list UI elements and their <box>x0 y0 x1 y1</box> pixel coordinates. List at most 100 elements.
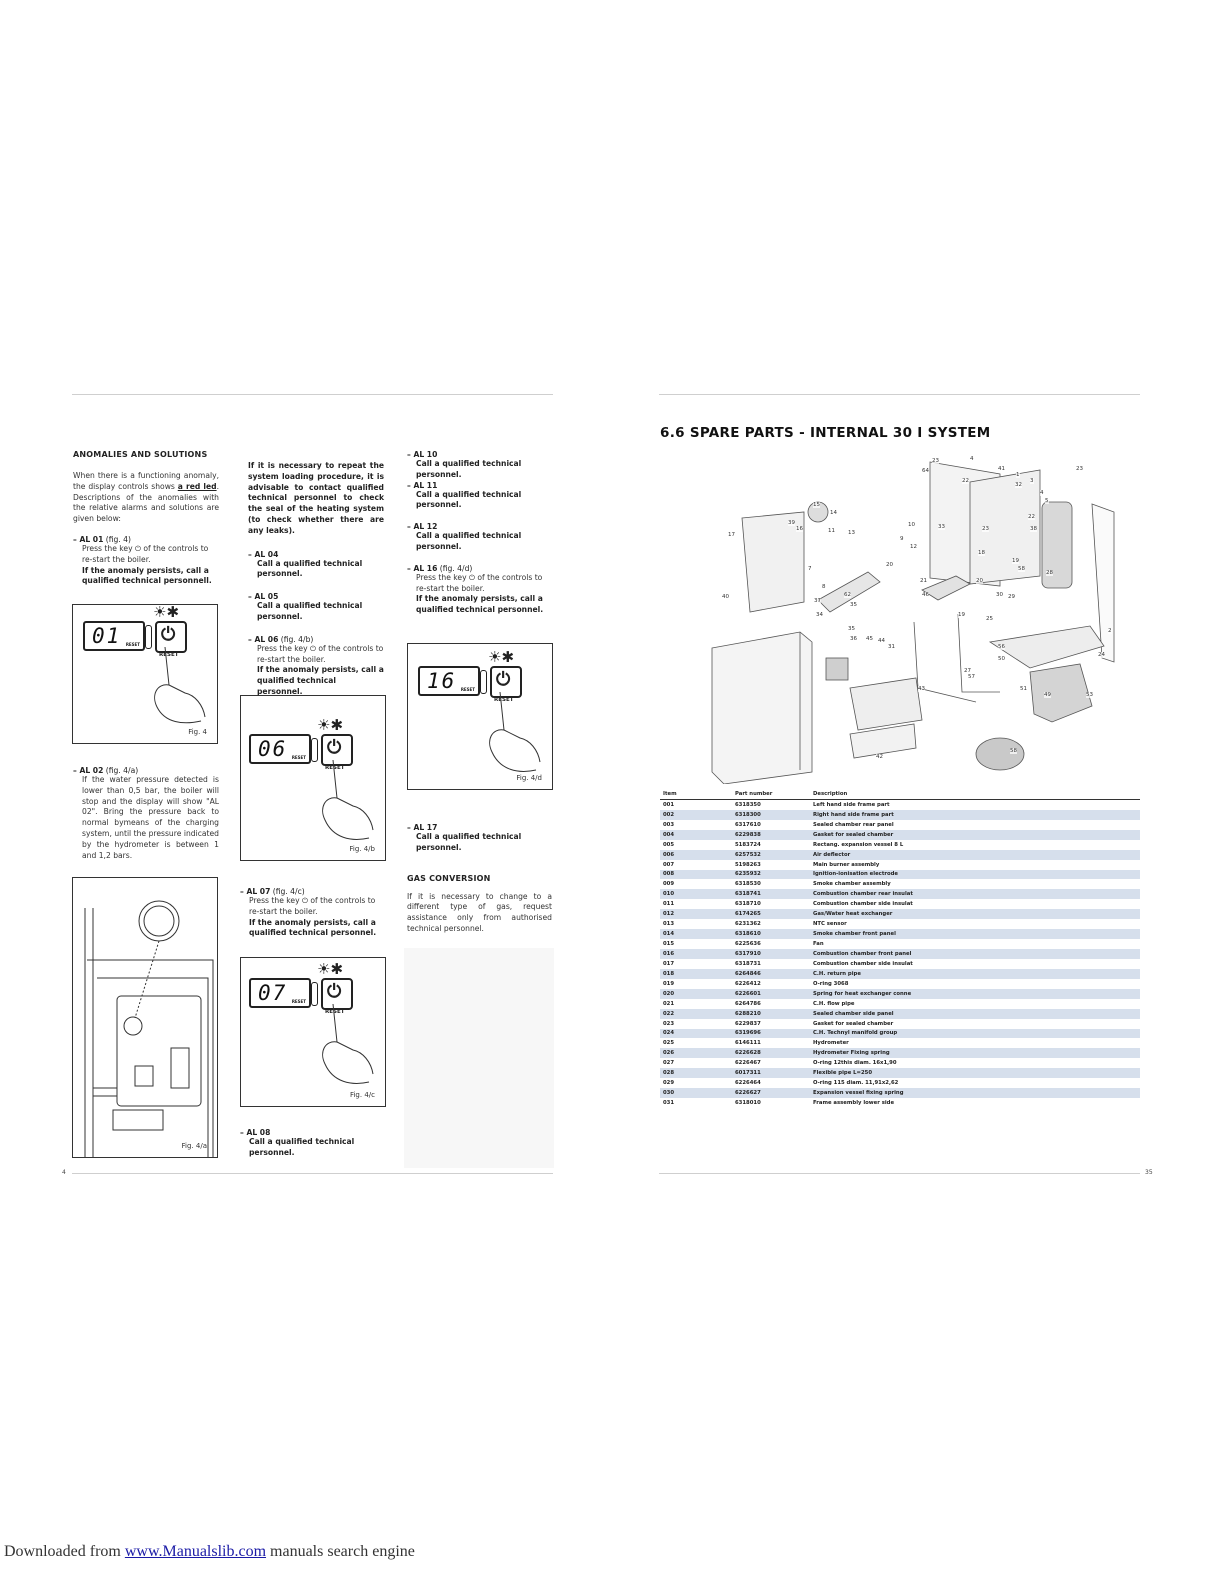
section-heading: ANOMALIES AND SOLUTIONS <box>73 450 208 459</box>
part-number-cell: 6257532 <box>732 849 810 860</box>
description-cell: O-ring 12this diam. 16x1,90 <box>813 1060 897 1067</box>
part-callout: 21 <box>920 578 927 584</box>
al04-note: Call a qualified technical personnel. <box>257 558 363 579</box>
part-callout: 58 <box>1010 748 1017 754</box>
part-callout: 17 <box>728 532 735 538</box>
al10-block: – AL 10 Call a qualified technical perso… <box>407 450 552 481</box>
al16-block: – AL 16 (fig. 4/d) Press the key ⏻ of th… <box>407 564 552 616</box>
led-icon <box>480 670 487 694</box>
part-callout: 20 <box>886 562 893 568</box>
item-cell: 013 <box>663 921 675 928</box>
power-icon: ⏻ <box>161 624 176 645</box>
reset-label: RESET <box>325 1009 345 1015</box>
bottom-rule-left <box>72 1173 553 1174</box>
al17-note: Call a qualified technical personnel. <box>416 832 522 852</box>
part-number-cell: 6318350 <box>735 801 761 808</box>
reset-small: RESET <box>125 642 140 647</box>
part-number-cell: 6317610 <box>735 821 761 828</box>
al05-title: – AL 05 <box>248 592 279 602</box>
part-callout: 51 <box>1020 686 1027 692</box>
al12-note: Call a qualified technical personnel. <box>416 531 522 551</box>
description-cell: Left hand side frame part <box>813 801 890 808</box>
part-callout: 42 <box>876 754 883 760</box>
item-cell: 030 <box>660 1088 732 1099</box>
description-cell: Gasket for sealed chamber <box>810 829 1140 840</box>
part-callout: 36 <box>850 636 857 642</box>
part-number-cell: 6226628 <box>732 1048 810 1059</box>
al07-title: – AL 07 <box>240 887 271 896</box>
reset-label: RESET <box>494 697 514 703</box>
part-callout: 22 <box>962 478 969 484</box>
part-callout: 37 <box>814 598 821 604</box>
hand-icon <box>489 691 541 772</box>
manualslib-link[interactable]: www.Manualslib.com <box>124 1543 267 1560</box>
part-callout: 3 <box>1030 478 1034 484</box>
part-callout: 43 <box>918 686 925 692</box>
part-callout: 23 <box>1076 466 1083 472</box>
description-cell: Right hand side frame part <box>810 809 1140 820</box>
bottom-rule-right <box>659 1173 1140 1174</box>
item-cell: 028 <box>660 1068 732 1079</box>
part-number-cell: 5198263 <box>735 861 761 868</box>
part-callout: 29 <box>1008 594 1015 600</box>
led-icon <box>311 982 318 1006</box>
item-cell: 001 <box>663 801 675 808</box>
sun-snow-icon: ☀✱ <box>317 716 344 734</box>
hand-icon <box>154 646 206 724</box>
part-number-cell: 6231362 <box>735 921 761 928</box>
power-button: ⏻ <box>321 978 353 1010</box>
part-callout: 25 <box>986 616 993 622</box>
figure-caption: Fig. 4 <box>188 728 207 736</box>
item-cell: 016 <box>660 949 732 959</box>
item-cell: 010 <box>660 889 732 900</box>
item-cell: 007 <box>663 861 675 868</box>
header-item: Item <box>660 789 732 800</box>
red-led-text: a red led <box>177 481 217 491</box>
part-callout: 19 <box>958 612 965 618</box>
item-cell: 004 <box>660 829 732 840</box>
spare-parts-title: 6.6 SPARE PARTS - INTERNAL 30 I SYSTEM <box>660 425 991 441</box>
intro-text: When there is a functioning anomaly, the… <box>73 471 219 491</box>
left-column-3: – AL 10 Call a qualified technical perso… <box>407 450 552 616</box>
part-callout: 9 <box>900 536 904 542</box>
part-number-cell: 6264786 <box>735 1000 761 1007</box>
figure-4d: 16 RESET ⏻ ☀✱ RESET Fig. 4/d <box>407 643 553 790</box>
part-number-cell: 6226627 <box>732 1088 810 1099</box>
display-panel: 06 RESET <box>249 734 311 764</box>
al08-block: – AL 08 Call a qualified technical perso… <box>240 1128 384 1159</box>
al07-ref: (fig. 4/c) <box>270 887 305 896</box>
description-cell: Ignition-ionisation electrode <box>810 869 1140 880</box>
header-description: Description <box>810 789 1140 800</box>
alarm-code: 07 <box>258 981 288 1005</box>
item-cell: 027 <box>663 1060 675 1067</box>
item-cell: 020 <box>660 988 732 999</box>
part-number-cell: 6317910 <box>732 949 810 959</box>
description-cell: Smoke chamber assembly <box>813 881 891 888</box>
al05-block: – AL 05 Call a qualified technical perso… <box>248 592 384 623</box>
description-cell: C.H. flow pipe <box>813 1000 855 1007</box>
top-rule-right <box>659 394 1140 395</box>
figure-4b: 06 RESET ⏻ ☀✱ RESET Fig. 4/b <box>240 695 386 861</box>
part-number-cell: 6318710 <box>735 901 761 908</box>
part-callout: 5 <box>1045 498 1049 504</box>
part-callout: 45 <box>866 636 873 642</box>
al01-block: – AL 01 (fig. 4) Press the key ⏻ of the … <box>73 535 219 587</box>
intro-text-2: . Descriptions of the anomalies with the… <box>73 481 219 524</box>
sun-snow-icon: ☀✱ <box>488 648 515 666</box>
al16-note: If the anomaly persists, call a qualifie… <box>416 594 544 615</box>
description-cell: Main burner assembly <box>813 861 880 868</box>
part-callout: 34 <box>816 612 823 618</box>
part-callout: 4 <box>970 456 974 462</box>
part-callout: 41 <box>998 466 1005 472</box>
